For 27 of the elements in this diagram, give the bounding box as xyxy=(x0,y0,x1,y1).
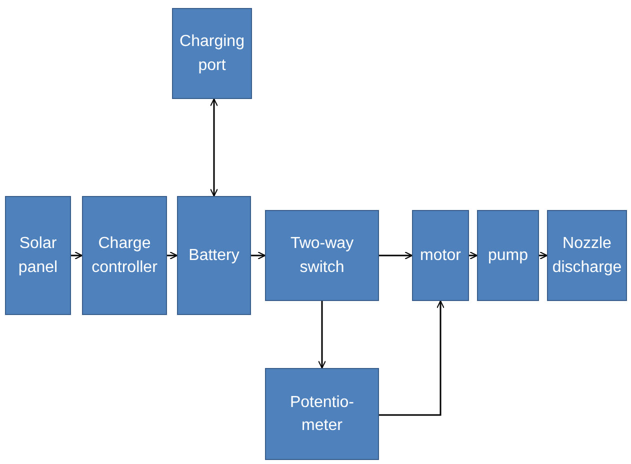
box-label: Solar panel xyxy=(17,234,59,278)
box-label: Charging port xyxy=(178,32,246,76)
box-label: Two-way switch xyxy=(289,234,355,278)
arrow xyxy=(318,301,326,369)
box-label: Nozzle discharge xyxy=(551,234,623,278)
arrow xyxy=(469,251,478,260)
process-box xyxy=(82,196,167,315)
box-label: Potentio- meter xyxy=(288,392,356,436)
process-box xyxy=(265,368,379,460)
arrow xyxy=(251,251,266,260)
process-box xyxy=(547,210,627,301)
arrow xyxy=(379,251,413,260)
process-box xyxy=(177,196,251,315)
box-label: Battery xyxy=(188,246,240,266)
process-box xyxy=(5,196,71,315)
arrow xyxy=(379,300,445,416)
box-label: Charge controller xyxy=(90,234,158,278)
arrow xyxy=(210,98,218,197)
box-label: motor xyxy=(420,246,461,266)
arrow xyxy=(167,251,178,260)
arrow xyxy=(539,251,548,260)
process-box xyxy=(265,210,379,301)
process-box xyxy=(172,8,252,99)
process-box xyxy=(412,210,469,301)
box-label: pump xyxy=(488,246,528,266)
process-box xyxy=(477,210,539,301)
arrow xyxy=(71,251,83,260)
